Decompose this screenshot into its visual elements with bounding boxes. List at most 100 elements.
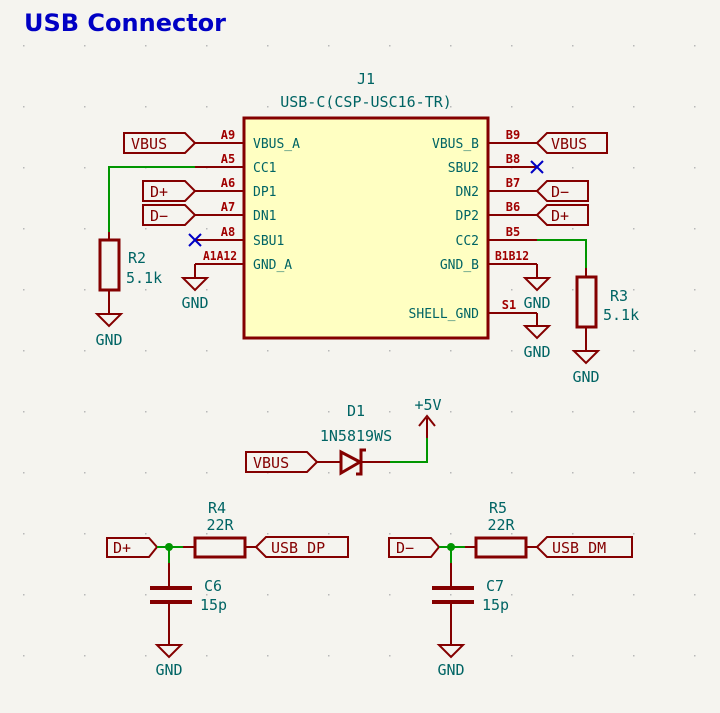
grid-dot [633,655,635,657]
wire-5v[interactable] [390,438,428,463]
grid-dot [206,411,208,413]
c6-value: 15p [200,596,227,614]
grid-dot [145,411,147,413]
global-label-dplus[interactable]: D+ [106,537,159,558]
d1-ref: D1 [347,402,365,420]
resistor-r4[interactable]: R4 22R [183,499,256,559]
grid-dot [145,533,147,535]
connector-j1[interactable]: J1 USB-C(CSP-USC16-TR) A9 A5 A6 A7 A8 A1… [195,70,537,340]
grid-dot [450,533,452,535]
global-label-dminus[interactable]: D− [535,180,589,202]
grid-dot [694,350,696,352]
pin-name: DP2 [456,209,479,224]
wire-cc1[interactable] [108,166,195,232]
grid-dot [389,655,391,657]
grid-dot [84,655,86,657]
grid-dot [206,594,208,596]
capacitor-c7[interactable]: C7 15p [432,563,509,645]
r5-ref: R5 [489,499,507,517]
pin-name: GND_B [440,258,479,273]
gnd-symbol: GND [522,313,552,361]
grid-dot [389,472,391,474]
grid-dot [511,228,513,230]
grid-dot [84,350,86,352]
global-label-vbus[interactable]: VBUS [123,132,197,154]
grid-dot [694,289,696,291]
grid-dot [389,533,391,535]
pin-number: A1A12 [203,249,237,263]
r3-value: 5.1k [603,306,639,324]
global-label-dplus[interactable]: D+ [535,204,589,226]
power-symbol-5v: +5V [414,396,442,438]
svg-text:GND: GND [523,294,550,312]
r4-ref: R4 [208,499,226,517]
resistor-r5[interactable]: R5 22R [465,499,537,559]
j1-body [242,116,490,340]
grid-dot [267,106,269,108]
grid-dot [511,594,513,596]
grid-dot [267,45,269,47]
resistor-r3[interactable]: R3 5.1k [575,268,639,351]
grid-dot [145,350,147,352]
grid-dot [84,228,86,230]
svg-text:VBUS: VBUS [131,135,167,153]
grid-dot [633,472,635,474]
grid-dot [694,228,696,230]
grid-dot [206,472,208,474]
sheet-title: USB Connector [24,9,226,37]
grid-dot [84,472,86,474]
c7-ref: C7 [486,577,504,595]
global-label-usb-dp[interactable]: USB_DP [254,536,349,558]
gnd-symbol: GND [94,313,124,349]
grid-dot [23,350,25,352]
grid-dot [633,289,635,291]
wire-cc2[interactable] [537,239,587,268]
grid-dot [328,350,330,352]
pin-number: B5 [506,225,520,239]
grid-dot [84,167,86,169]
grid-dot [633,350,635,352]
pin-number: A6 [221,176,235,190]
global-label-usb-dm[interactable]: USB_DM [535,536,633,558]
resistor-r2[interactable]: R2 5.1k [98,232,162,314]
grid-dot [23,45,25,47]
grid-dot [511,655,513,657]
grid-dot [511,45,513,47]
d1-value: 1N5819WS [320,427,392,445]
diode-d1[interactable]: D1 1N5819WS [317,402,392,476]
grid-dot [84,106,86,108]
svg-text:+5V: +5V [414,396,441,414]
grid-dot [23,289,25,291]
gnd-symbol: GND [180,264,210,312]
grid-dot [694,167,696,169]
grid-dot [23,167,25,169]
global-label-vbus[interactable]: VBUS [245,451,319,473]
gnd-symbol: GND [436,644,466,679]
grid-dot [23,594,25,596]
grid-dot [633,411,635,413]
grid-dot [572,167,574,169]
svg-text:GND: GND [181,294,208,312]
global-label-dminus[interactable]: D− [388,537,441,558]
grid-dot [84,289,86,291]
pin-name: GND_A [253,258,292,273]
pin-name: DN2 [456,185,479,200]
gnd-symbol: GND [154,644,184,679]
global-label-dminus[interactable]: D− [142,204,197,226]
grid-dot [633,106,635,108]
capacitor-c6[interactable]: C6 15p [150,563,227,645]
svg-text:D+: D+ [113,539,131,557]
grid-dot [23,228,25,230]
grid-dot [267,594,269,596]
grid-dot [389,411,391,413]
grid-dot [206,228,208,230]
grid-dot [633,533,635,535]
grid-dot [450,106,452,108]
pin-number: S1 [502,298,516,312]
pin-number: B9 [506,128,520,142]
global-label-dplus[interactable]: D+ [142,180,197,202]
gnd-symbol: GND [522,264,552,312]
grid-dot [633,228,635,230]
global-label-vbus[interactable]: VBUS [535,132,608,154]
